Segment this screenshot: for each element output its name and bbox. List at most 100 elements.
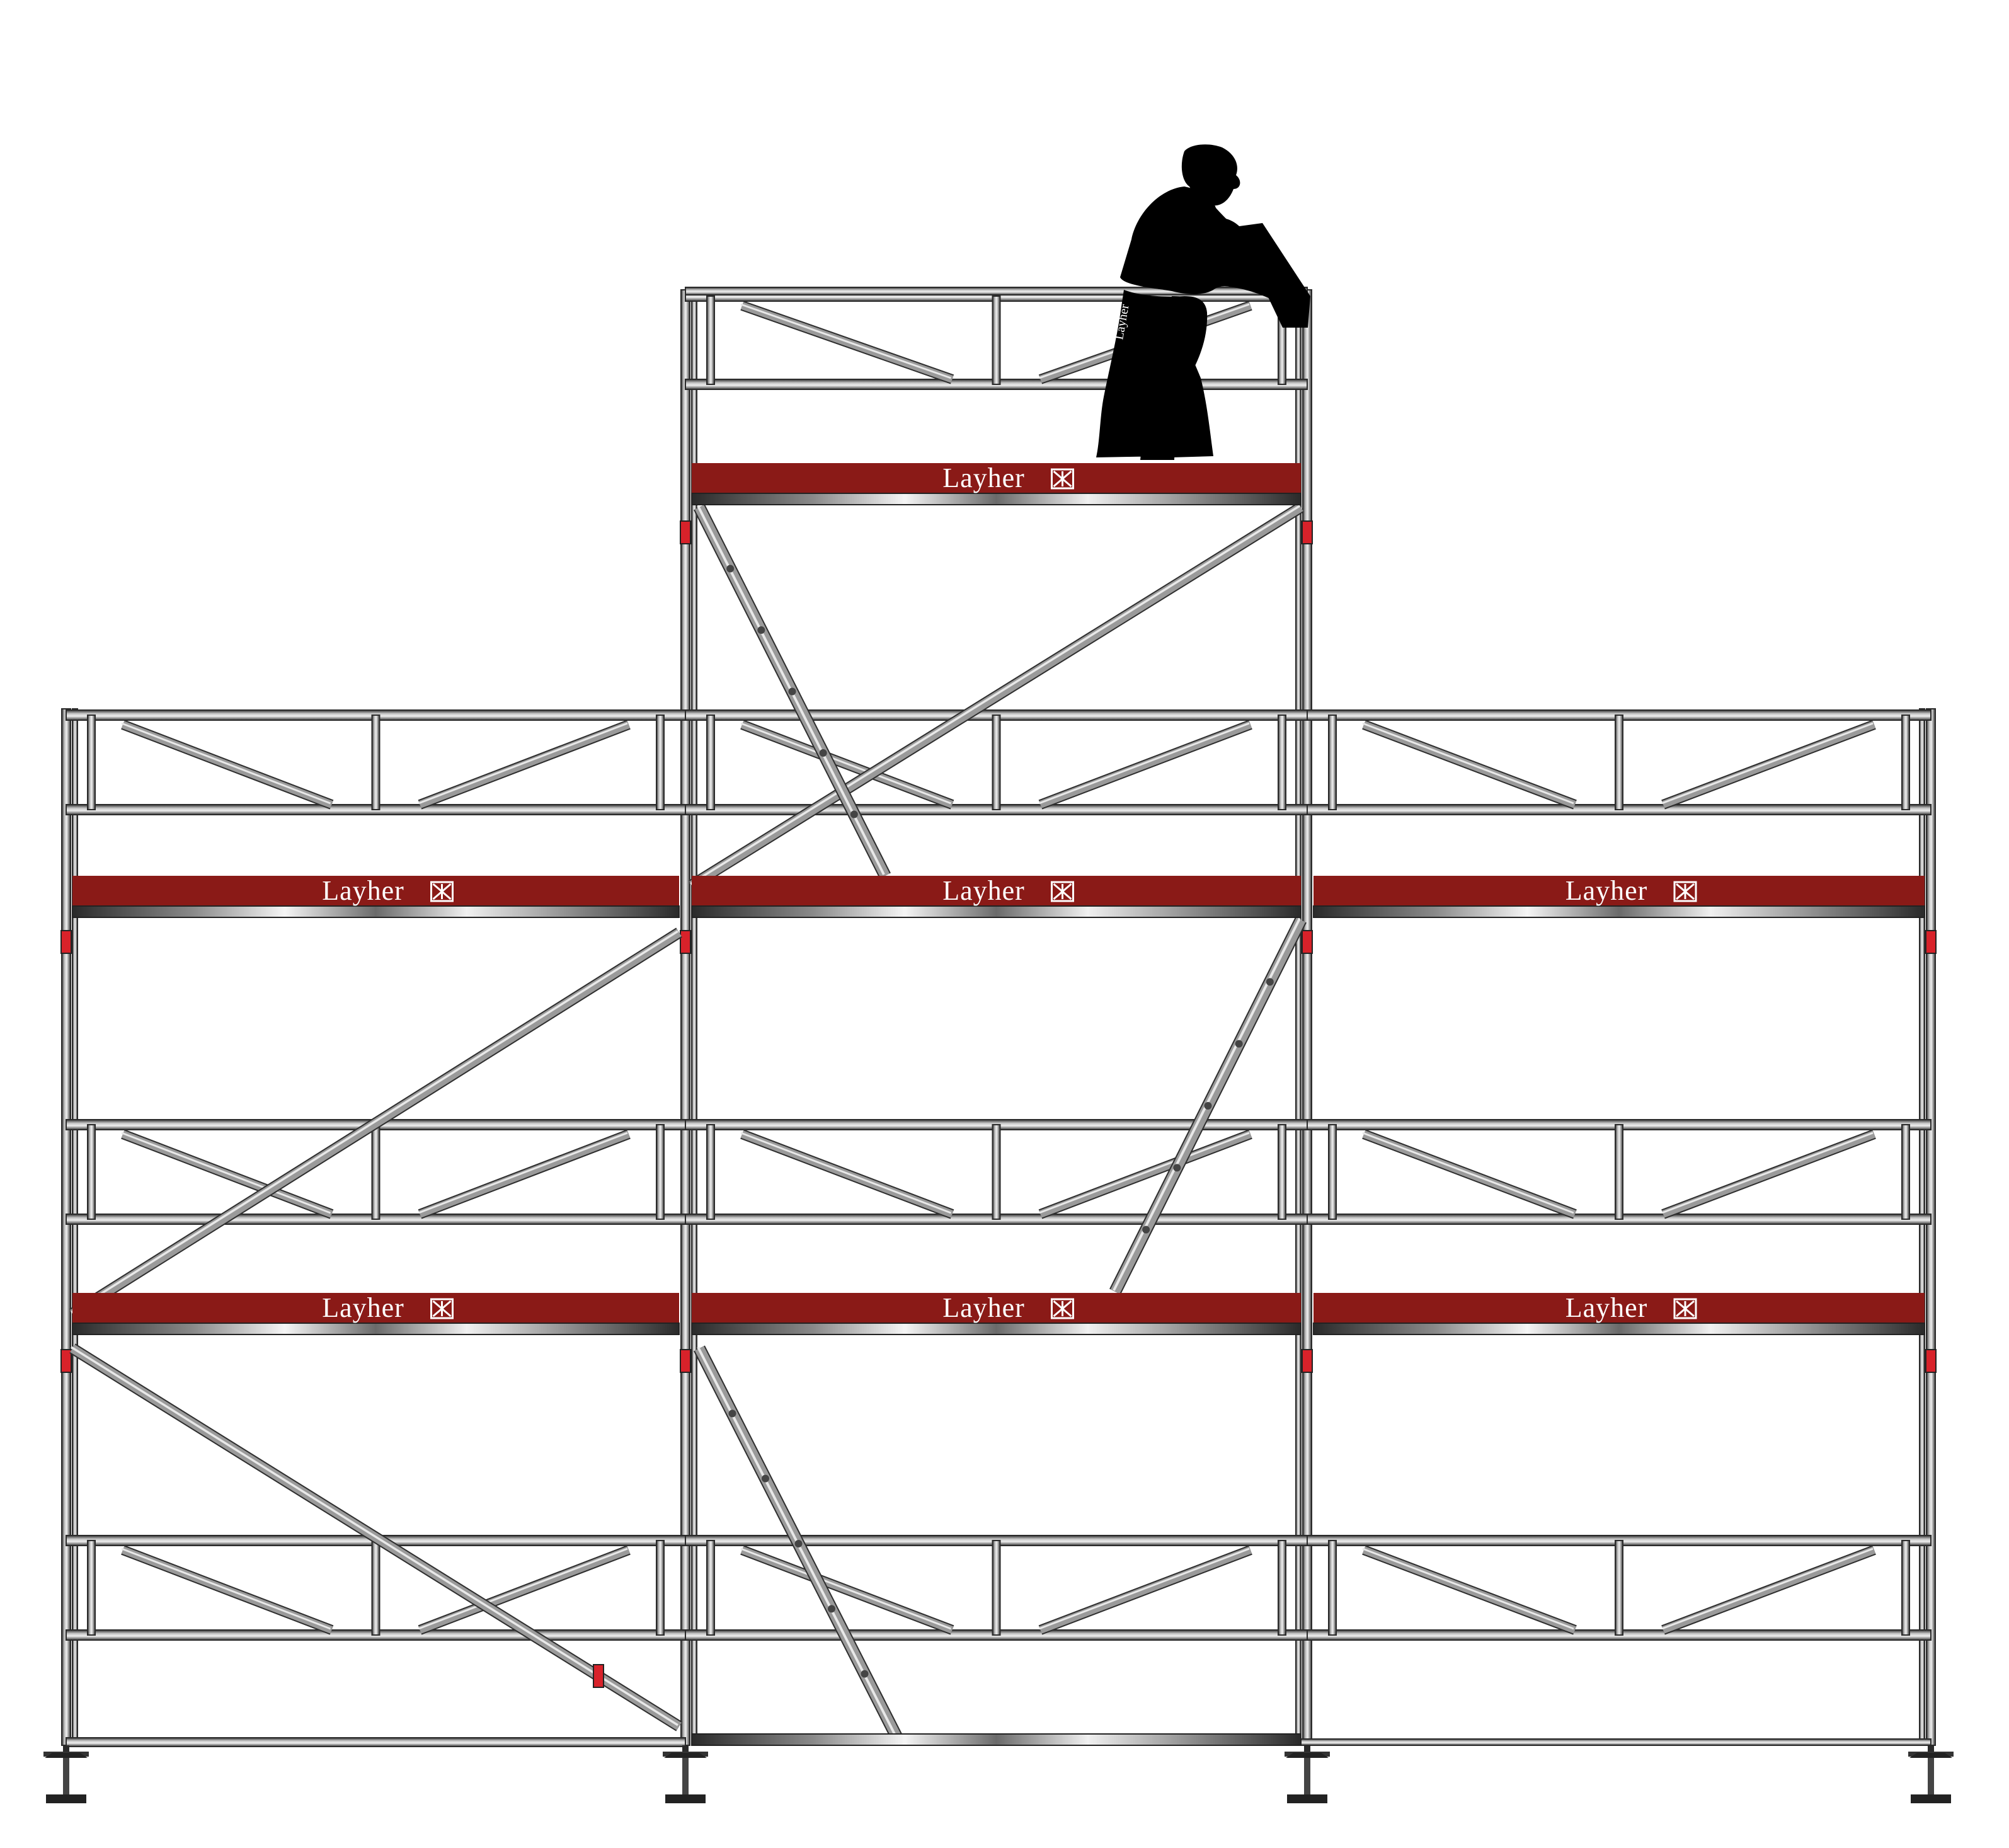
coupler-5	[680, 1349, 691, 1373]
bottom-deck-middle	[691, 1733, 1302, 1746]
ladder-middle-rung-4	[1173, 1164, 1181, 1172]
worker-legs	[1096, 290, 1208, 460]
deck-2: Layher	[691, 875, 1302, 918]
scaffold-structure	[43, 287, 1954, 1803]
coupler-2	[1302, 930, 1313, 954]
deck-0-edge	[691, 493, 1302, 505]
base-plate-0-foot	[46, 1794, 86, 1803]
rail-L2-B0-brace-right-body	[418, 1546, 631, 1634]
deck-1: Layher	[72, 875, 680, 918]
ladder-top-rung-3	[788, 687, 796, 696]
base-plate-3-jack	[1909, 1753, 1952, 1758]
held-tube	[1235, 223, 1310, 328]
worker-back-leg	[1156, 315, 1213, 457]
rail-L0-B2-brace-left-highlight	[1362, 722, 1574, 805]
rail-L0-B2-post-2	[1901, 715, 1910, 810]
coupler-7	[1925, 1349, 1937, 1373]
rail-L2-B1-post-0	[706, 1540, 715, 1636]
deck-2-board	[692, 876, 1301, 906]
deck-5-board	[692, 1293, 1301, 1323]
standard-right-inner	[1919, 708, 1925, 1746]
ladder-bottom-rung-4	[828, 1605, 835, 1613]
coupler-4	[60, 1349, 72, 1373]
layher-logo-mark	[1676, 883, 1695, 900]
rail-L2-B1-post-2	[1278, 1540, 1286, 1636]
diagonal-lower-highlight	[71, 1346, 678, 1726]
rail-L0-B1-brace-right-body	[1039, 721, 1252, 808]
ladder-middle-rung-2	[1235, 1040, 1243, 1048]
rail-L0-B1-brace-left-highlight	[740, 722, 952, 805]
diagonal-middle-highlight	[71, 930, 678, 1314]
rail-L2-B0-brace-right-highlight	[418, 1547, 628, 1630]
layher-logo-icon	[1673, 881, 1697, 902]
layher-logo-mark	[432, 1300, 452, 1317]
standard-mid-right	[1302, 289, 1312, 1746]
rail-L1-B1-brace-right-body	[1039, 1130, 1252, 1218]
worker-silhouette: Layher	[1096, 144, 1310, 460]
base-plate-2-thread	[1304, 1758, 1310, 1794]
rail-L1-B2-brace-right-highlight	[1661, 1132, 1874, 1214]
ladder-top-rung-5	[850, 810, 858, 818]
rail-L2-B2-brace-left-highlight	[1362, 1547, 1574, 1630]
base-plate-1-thread	[682, 1758, 689, 1794]
deck-6-edge	[1313, 1323, 1925, 1335]
standard-left-inner	[72, 708, 78, 1746]
deck-2-brand: Layher	[942, 875, 1025, 906]
rail-L0-B2-brace-right-body	[1661, 721, 1876, 808]
coupler-6	[1302, 1349, 1313, 1373]
deck-1-brand: Layher	[322, 875, 404, 906]
base-plate-1-jack	[664, 1753, 707, 1758]
deck-2-edge	[691, 905, 1302, 918]
rail-L1-B1-post-2	[1278, 1124, 1286, 1220]
deck-5: Layher	[691, 1292, 1302, 1335]
deck-3: Layher	[1313, 875, 1925, 918]
layher-logo-icon	[430, 881, 454, 902]
rail-L1-B2-post-0	[1328, 1124, 1337, 1220]
deck-5-edge	[691, 1323, 1302, 1335]
layher-logo-icon	[1051, 1298, 1074, 1319]
layher-logo-mark	[1053, 1300, 1072, 1317]
deck-1-edge	[72, 905, 680, 918]
rail-top-cap	[685, 287, 1308, 296]
rail-L1-B0-brace-right-highlight	[418, 1132, 628, 1214]
rail-top-B1-post-1	[992, 296, 1001, 385]
layher-logo-mark	[1676, 1300, 1695, 1317]
coupler-8	[680, 520, 691, 544]
deck-3-board	[1314, 876, 1925, 906]
standard-left	[61, 708, 71, 1746]
deck-4: Layher	[72, 1292, 680, 1335]
coupler-3	[1925, 930, 1937, 954]
rail-L1-B0-brace-left-highlight	[121, 1132, 331, 1214]
rail-L0-B1-brace-right-highlight	[1038, 722, 1250, 805]
rail-L1-B2-brace-left-highlight	[1362, 1132, 1574, 1214]
deck-3-brand: Layher	[1565, 875, 1648, 906]
diagonal-upper-highlight	[690, 505, 1300, 885]
base-plate-1-foot	[665, 1794, 706, 1803]
rail-L0-B1-post-0	[706, 715, 715, 810]
base-plate-2-foot	[1287, 1794, 1327, 1803]
rail-L0-B0-brace-right-body	[418, 721, 631, 808]
layher-logo-icon	[1673, 1298, 1697, 1319]
deck-5-brand: Layher	[942, 1292, 1025, 1323]
layher-logo-mark	[1053, 470, 1072, 488]
deck-0-brand: Layher	[942, 462, 1025, 493]
rail-L0-B0-post-1	[371, 715, 381, 810]
base-plate-0-thread	[63, 1758, 69, 1794]
rail-L2-B2-brace-right-highlight	[1661, 1547, 1874, 1630]
deck-6-board	[1314, 1293, 1925, 1323]
standard-mid-left	[680, 289, 690, 1746]
deck-4-board	[72, 1293, 679, 1323]
ladder-middle-rung-1	[1266, 978, 1274, 986]
ladder-top-rung-4	[819, 749, 827, 757]
coupler-9	[1302, 520, 1313, 544]
base-plate-0-jack	[45, 1753, 88, 1758]
rail-top-B1-post-0	[706, 296, 715, 385]
rail-L1-B2-post-2	[1901, 1124, 1910, 1220]
rail-L1-B0-post-1	[371, 1124, 381, 1220]
rail-L0-B2-post-0	[1328, 715, 1337, 810]
coupler-diagonal	[593, 1664, 604, 1688]
rail-L1-B0-post-2	[656, 1124, 665, 1220]
layher-logo-icon	[1051, 881, 1074, 902]
